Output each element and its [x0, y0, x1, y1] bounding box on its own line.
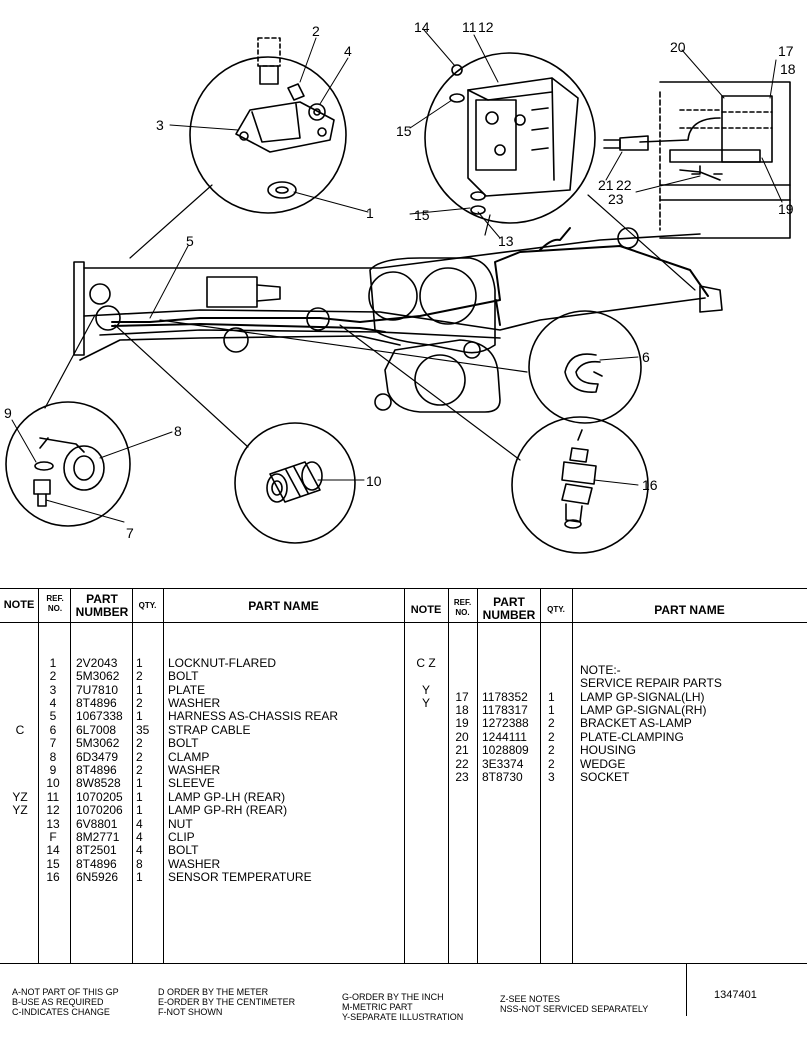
header-part-number: PART NUMBER: [75, 592, 129, 619]
callout-leaders: [11, 29, 783, 523]
header-part-name: PART NAME: [248, 599, 319, 613]
callout-1: 1: [366, 205, 374, 221]
detail-view-sensor: [511, 416, 649, 554]
callout-23: 23: [608, 191, 624, 207]
detail-view-lamp-group: [424, 52, 596, 224]
callout-2: 2: [312, 23, 320, 39]
header-note-right: NOTE: [410, 604, 442, 616]
header-part-number-right: PART NUMBER: [482, 595, 536, 622]
header-note: NOTE: [3, 599, 35, 611]
callout-3: 3: [156, 117, 164, 133]
callout-6: 6: [642, 349, 650, 365]
callout-17: 17: [778, 43, 794, 59]
figure-number: 1347401: [714, 989, 757, 1001]
detail-view-bracket: [189, 37, 347, 214]
header-qty: QTY.: [138, 601, 157, 610]
callout-10: 10: [366, 473, 382, 489]
header-ref-no: REF. NO.: [46, 594, 64, 613]
exploded-parts-diagram: 1 2 3 4 5 6 7 8 9 10 11 12 13 14 15 15 1…: [4, 19, 796, 554]
detail-view-sleeve: [234, 422, 356, 544]
callout-12: 12: [478, 19, 494, 35]
callout-labels: 1 2 3 4 5 6 7 8 9 10 11 12 13 14 15 15 1…: [4, 19, 796, 541]
callout-5: 5: [186, 233, 194, 249]
callout-9: 9: [4, 405, 12, 421]
callout-14: 14: [414, 19, 430, 35]
header-part-name-right: PART NAME: [654, 603, 725, 617]
footer-divider: [686, 964, 687, 1016]
callout-20: 20: [670, 39, 686, 55]
leader-lines: [44, 184, 696, 461]
detail-view-clamp: [5, 401, 131, 527]
callout-22: 22: [616, 177, 632, 193]
parts-list-table: NOTE REF. NO. PART NUMBER QTY. PART NAME…: [0, 588, 807, 963]
callout-16: 16: [642, 477, 658, 493]
callout-19: 19: [778, 201, 794, 217]
detail-view-strap: [528, 310, 642, 424]
callout-13: 13: [498, 233, 514, 249]
chassis-frame: [73, 227, 706, 413]
callout-11: 11: [462, 19, 477, 35]
header-ref-no-right: REF. NO.: [453, 598, 472, 617]
callout-15b: 15: [414, 207, 430, 223]
callout-15a: 15: [396, 123, 412, 139]
callout-18: 18: [780, 61, 796, 77]
header-qty-right: QTY.: [547, 605, 565, 614]
callout-4: 4: [344, 43, 352, 59]
callout-7: 7: [126, 525, 134, 541]
callout-21: 21: [598, 177, 614, 193]
callout-8: 8: [174, 423, 182, 439]
harness-routing: [111, 227, 723, 333]
detail-view-signal-lamp: [603, 81, 791, 239]
